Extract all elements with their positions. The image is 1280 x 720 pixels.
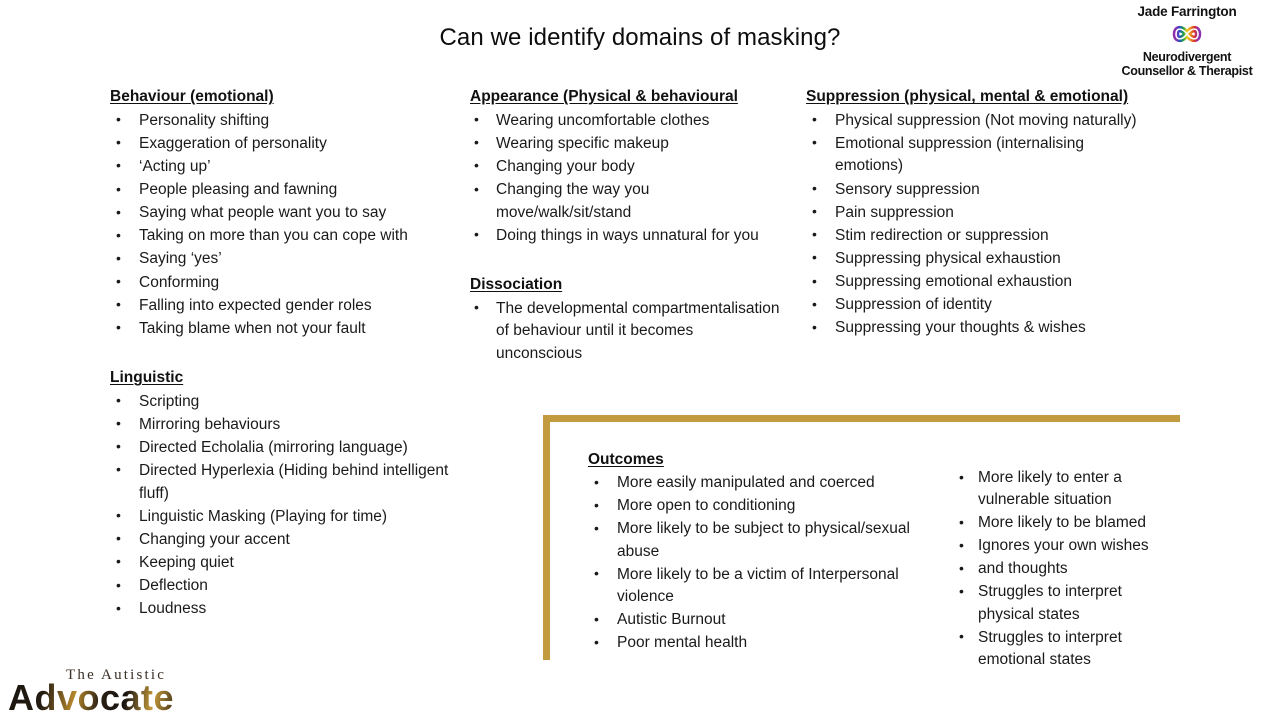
list-item: Loudness <box>110 598 462 621</box>
list-item: Falling into expected gender roles <box>110 294 462 318</box>
list-item: Suppressing emotional exhaustion <box>806 271 1156 294</box>
advocate-logo-top-text: The Autistic <box>66 667 167 683</box>
section-heading-suppression: Suppression (physical, mental & emotiona… <box>806 88 1129 105</box>
list-item: Poor mental health <box>588 632 956 654</box>
list-behaviour: Personality shiftingExaggeration of pers… <box>110 109 462 341</box>
section-heading-outcomes: Outcomes <box>588 451 664 468</box>
list-item: Struggles to interpret emotional states <box>956 626 1166 672</box>
advocate-logo: The Autistic Advocate <box>8 667 208 716</box>
list-item: More likely to be subject to physical/se… <box>588 518 956 563</box>
column-suppression: Suppression (physical, mental & emotiona… <box>806 86 1156 340</box>
list-item: Physical suppression (Not moving natural… <box>806 109 1156 133</box>
list-item: More easily manipulated and coerced <box>588 472 956 494</box>
list-item: Changing the way you move/walk/sit/stand <box>470 178 780 224</box>
list-item: Wearing uncomfortable clothes <box>470 109 780 133</box>
column-behaviour-linguistic: Behaviour (emotional) Personality shifti… <box>110 86 462 621</box>
list-item: Autistic Burnout <box>588 609 956 631</box>
section-heading-behaviour: Behaviour (emotional) <box>110 88 274 105</box>
list-item: Saying ‘yes’ <box>110 248 462 271</box>
list-item: and thoughts <box>956 558 1166 580</box>
list-item: Suppressing physical exhaustion <box>806 247 1156 271</box>
list-item: Exaggeration of personality <box>110 132 462 156</box>
list-item: Scripting <box>110 390 462 414</box>
list-item: Pain suppression <box>806 201 1156 225</box>
brand-subtitle-line1: Neurodivergent <box>1142 50 1232 65</box>
list-appearance: Wearing uncomfortable clothesWearing spe… <box>470 109 780 248</box>
section-heading-linguistic: Linguistic <box>110 368 184 386</box>
list-item: Struggles to interpret physical states <box>956 581 1166 626</box>
list-item: Suppressing your thoughts & wishes <box>806 317 1156 340</box>
section-spacer <box>470 248 780 274</box>
list-item: Suppression of identity <box>806 294 1156 317</box>
list-outcomes-right: More likely to enter a vulnerable situat… <box>956 467 1166 672</box>
advocate-logo-main-text: Advocate <box>8 680 208 716</box>
list-item: Taking on more than you can cope with <box>110 225 462 248</box>
list-item: Changing your accent <box>110 528 462 552</box>
list-item: Personality shifting <box>110 109 462 133</box>
list-item: Taking blame when not your fault <box>110 317 462 341</box>
list-item: More likely to enter a vulnerable situat… <box>956 467 1166 512</box>
outcomes-right-column: More likely to enter a vulnerable situat… <box>956 449 1166 672</box>
list-item: Wearing specific makeup <box>470 132 780 156</box>
list-item: More likely to be a victim of Interperso… <box>588 563 956 609</box>
list-item: Emotional suppression (internalising emo… <box>806 132 1156 178</box>
outcomes-left-column: Outcomes More easily manipulated and coe… <box>588 449 956 672</box>
list-item: Directed Echolalia (mirroring language) <box>110 436 462 460</box>
list-item: Ignores your own wishes <box>956 535 1166 557</box>
list-item: The developmental compartmentalisation o… <box>470 297 780 366</box>
list-item: Saying what people want you to say <box>110 202 462 225</box>
rainbow-infinity-icon <box>1102 20 1272 48</box>
list-item: Deflection <box>110 575 462 598</box>
list-item: Sensory suppression <box>806 178 1156 202</box>
section-spacer <box>110 341 462 367</box>
list-item: Mirroring behaviours <box>110 413 462 437</box>
list-suppression: Physical suppression (Not moving natural… <box>806 109 1156 340</box>
page-title: Can we identify domains of masking? <box>439 24 841 51</box>
list-item: Conforming <box>110 271 462 295</box>
brand-logo: Jade Farrington Neurodivergent Counsello… <box>1102 4 1272 78</box>
list-item: ‘Acting up’ <box>110 155 462 179</box>
list-item: People pleasing and fawning <box>110 179 462 202</box>
list-item: More open to conditioning <box>588 495 956 517</box>
outcomes-content: Outcomes More easily manipulated and coe… <box>588 449 1188 672</box>
brand-name: Jade Farrington <box>1137 4 1237 19</box>
list-item: Keeping quiet <box>110 551 462 575</box>
list-item: Stim redirection or suppression <box>806 224 1156 248</box>
list-linguistic: ScriptingMirroring behavioursDirected Ec… <box>110 390 462 621</box>
list-item: Directed Hyperlexia (Hiding behind intel… <box>110 459 462 505</box>
outcomes-callout-box: Outcomes More easily manipulated and coe… <box>543 415 1180 668</box>
list-item: More likely to be blamed <box>956 512 1166 534</box>
column-appearance-dissociation: Appearance (Physical & behavioural Weari… <box>470 86 780 366</box>
list-outcomes-left: More easily manipulated and coercedMore … <box>588 472 956 654</box>
section-heading-dissociation: Dissociation <box>470 275 563 293</box>
list-dissociation: The developmental compartmentalisation o… <box>470 297 780 366</box>
brand-subtitle-line2: Counsellor & Therapist <box>1121 64 1253 79</box>
section-heading-appearance: Appearance (Physical & behavioural <box>470 88 738 105</box>
list-item: Changing your body <box>470 155 780 179</box>
list-item: Doing things in ways unnatural for you <box>470 224 780 248</box>
list-item: Linguistic Masking (Playing for time) <box>110 505 462 529</box>
